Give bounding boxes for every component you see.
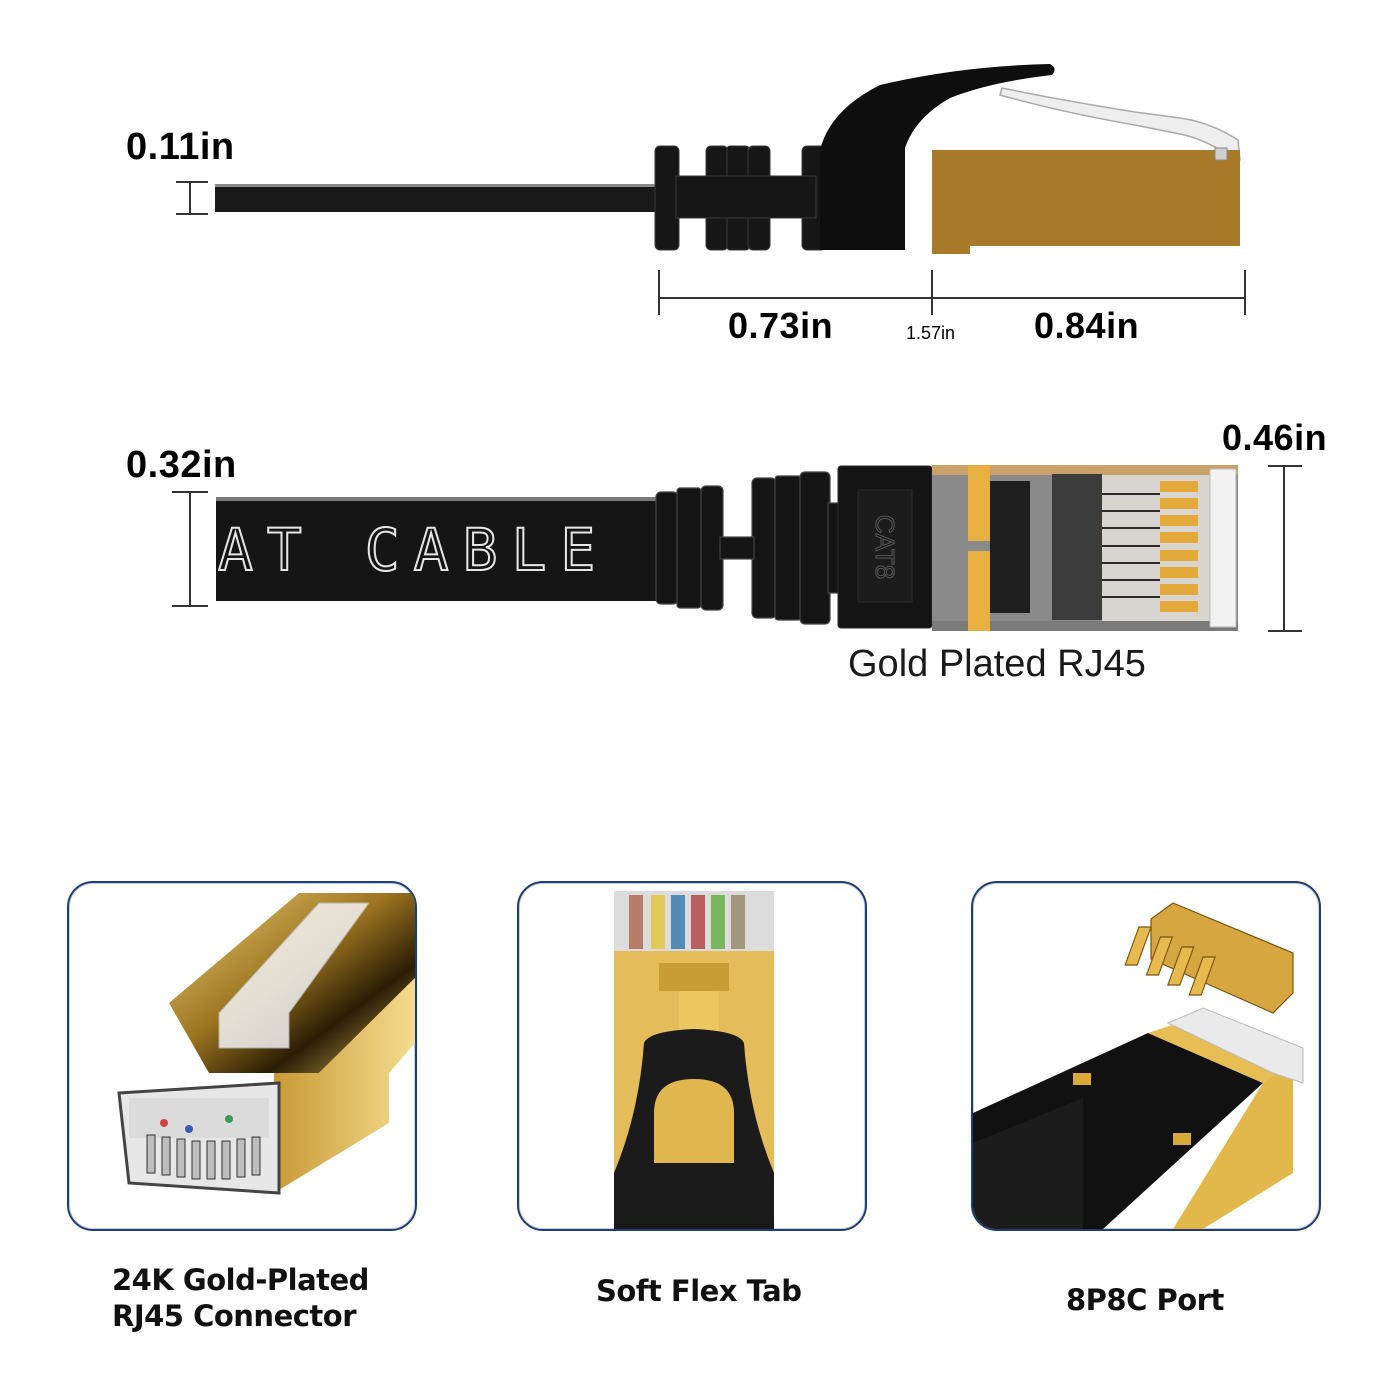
cable-width-label: 0.32in [126,444,237,486]
gold-rj45-plug-icon [117,893,415,1195]
gold-plated-rj45-caption: Gold Plated RJ45 [848,643,1146,685]
plug-length-label: 0.84in [1034,305,1140,346]
cable-print-text: AT CABLE [218,522,610,578]
side-view-cable-diagram [176,64,1246,315]
top-view-cable-diagram [172,465,1302,632]
feature-caption-line: 24K Gold-Plated [112,1263,369,1297]
8p8c-contacts-icon [973,902,1304,1229]
feature-caption-line: RJ45 Connector [112,1299,357,1333]
total-length-label: 1.57in [906,323,956,343]
feature-caption-line: Soft Flex Tab [596,1274,802,1308]
boot-length-label: 0.73in [728,305,834,346]
cat8-marking: CAT8 [870,514,901,580]
feature-caption-line: 8P8C Port [1066,1283,1224,1317]
feature-panel-soft-flex-tab [517,881,867,1231]
cable-thickness-label: 0.11in [126,126,235,168]
plug-width-label: 0.46in [1222,417,1328,458]
feature-caption-8p8c-port: 8P8C Port [1066,1282,1224,1318]
flex-tab-icon [614,891,774,1229]
feature-panel-8p8c-port [971,881,1321,1231]
feature-caption-gold-plated: 24K Gold-Plated RJ45 Connector [112,1262,369,1334]
feature-caption-soft-flex-tab: Soft Flex Tab [596,1273,802,1309]
feature-panel-gold-plated [67,881,417,1231]
